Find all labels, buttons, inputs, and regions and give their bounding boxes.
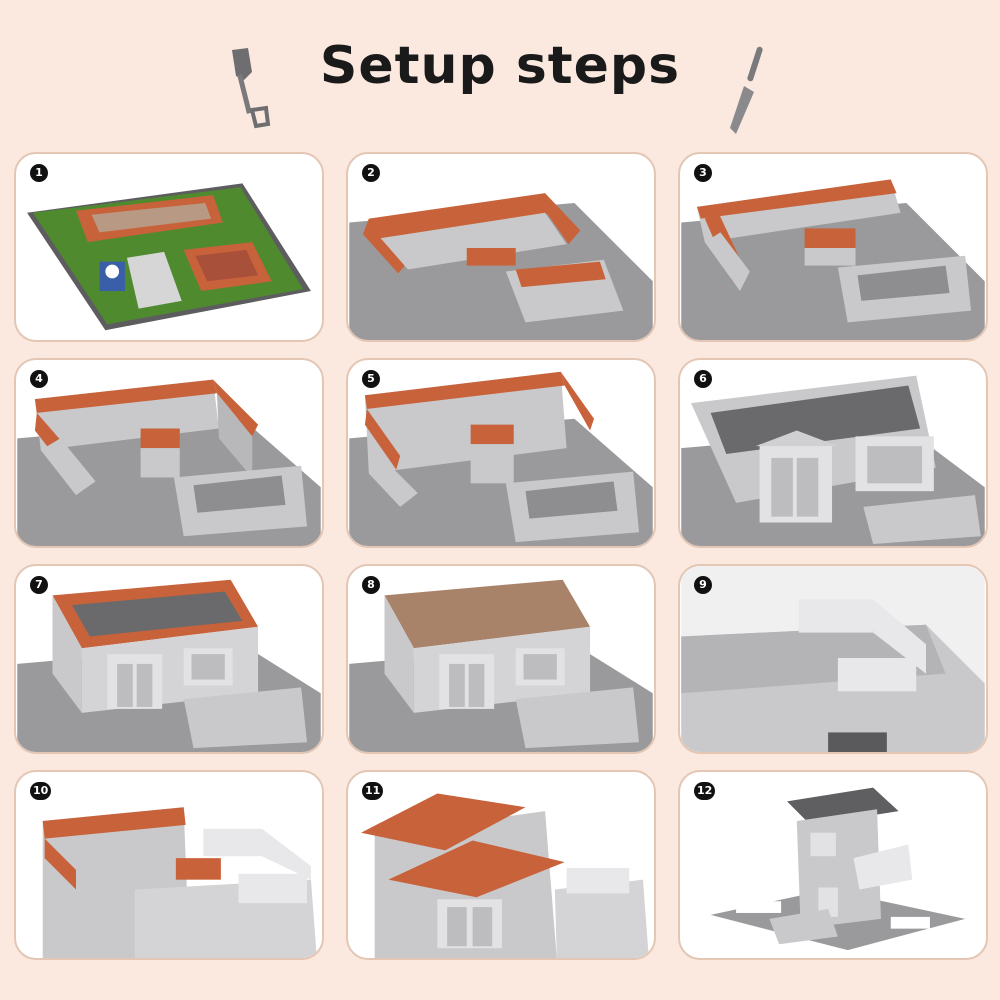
step-card-1: 1: [14, 152, 324, 342]
step-number: 6: [694, 370, 712, 388]
step-3-illustration: [681, 179, 985, 340]
step-8-illustration: [349, 579, 653, 752]
step-12-illustration: [710, 787, 966, 951]
step-number: 9: [694, 576, 712, 594]
step-number: 10: [30, 782, 52, 800]
step-4-illustration: [17, 379, 321, 546]
step-6-illustration: [681, 375, 985, 546]
step-card-9: 9: [678, 564, 988, 754]
step-card-10: 10: [14, 770, 324, 960]
step-number: 3: [694, 164, 712, 182]
steps-grid: 1 2 3: [14, 152, 988, 960]
step-number: 8: [362, 576, 380, 594]
step-1-illustration: [27, 183, 311, 331]
step-number: 4: [30, 370, 48, 388]
step-11-illustration: [361, 793, 649, 958]
shovel-icon: [222, 46, 282, 140]
step-9-illustration: [681, 566, 985, 752]
step-card-5: 5: [346, 358, 656, 548]
step-number: 11: [362, 782, 384, 800]
trowel-icon: [722, 44, 772, 140]
step-card-7: 7: [14, 564, 324, 754]
step-10-illustration: [42, 807, 317, 958]
page-title: Setup steps: [319, 36, 681, 96]
step-5-illustration: [349, 371, 653, 546]
step-number: 2: [362, 164, 380, 182]
step-2-illustration: [349, 193, 653, 340]
step-number: 1: [30, 164, 48, 182]
step-card-3: 3: [678, 152, 988, 342]
step-card-2: 2: [346, 152, 656, 342]
step-7-illustration: [17, 579, 321, 752]
step-number: 7: [30, 576, 48, 594]
step-card-4: 4: [14, 358, 324, 548]
step-card-12: 12: [678, 770, 988, 960]
step-number: 5: [362, 370, 380, 388]
step-card-8: 8: [346, 564, 656, 754]
step-card-6: 6: [678, 358, 988, 548]
step-number: 12: [694, 782, 716, 800]
step-card-11: 11: [346, 770, 656, 960]
